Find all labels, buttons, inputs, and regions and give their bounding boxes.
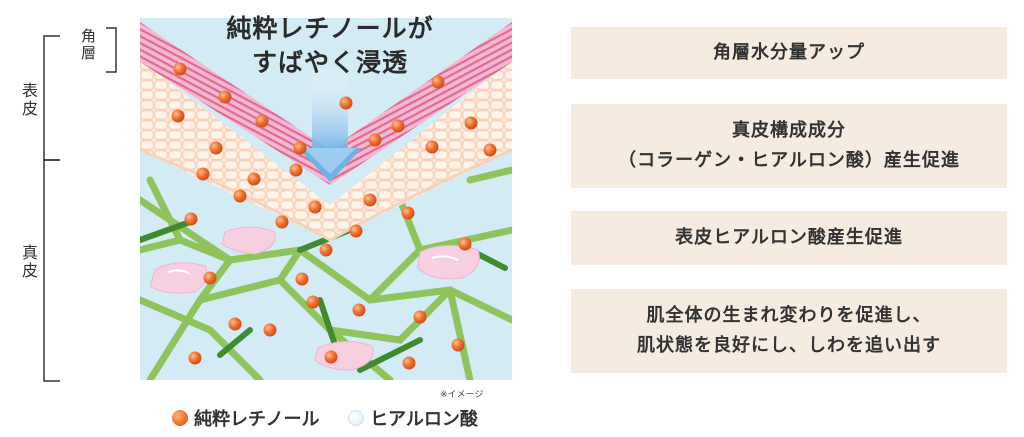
retinol-particle — [352, 303, 366, 317]
retinol-particle — [228, 317, 242, 331]
effect-box-1: 角層水分量アップ — [571, 27, 1007, 79]
layer-brackets — [43, 27, 117, 382]
skin-cross-section — [140, 18, 512, 380]
collagen-fibers — [140, 166, 512, 380]
retinol-particle — [196, 167, 210, 181]
retinol-particle — [368, 133, 382, 147]
retinol-particle — [451, 338, 465, 352]
legend-retinol-label: 純粋レチノール — [194, 409, 320, 430]
retinol-particle — [188, 351, 202, 365]
retinol-particle — [173, 62, 187, 76]
retinol-particle — [319, 243, 333, 257]
retinol-particle — [308, 200, 322, 214]
legend-retinol: 純粋レチノール — [172, 405, 319, 431]
retinol-particle — [413, 310, 427, 324]
effect-box-3: 表皮ヒアルロン酸産生促進 — [571, 211, 1007, 265]
retinol-particle — [209, 141, 223, 155]
retinol-dot-icon — [172, 410, 188, 426]
effect-box-2: 真皮構成成分（コラーゲン・ヒアルロン酸）産生促進 — [571, 104, 1007, 188]
retinol-particle — [458, 237, 472, 251]
epidermis-bracket — [43, 35, 60, 161]
retinol-particle — [295, 272, 309, 286]
legend-hyaluronic-label: ヒアルロン酸 — [370, 409, 478, 430]
hyaluronic-clusters — [149, 226, 480, 371]
headline: 純粋レチノールがすばやく浸透 — [205, 12, 455, 80]
retinol-particle — [349, 224, 363, 238]
retinol-particle — [483, 143, 497, 157]
retinol-particle — [255, 114, 269, 128]
retinol-particle — [184, 212, 198, 226]
epidermis-label: 表皮 — [19, 82, 38, 118]
retinol-particle — [218, 90, 232, 104]
retinol-particle — [203, 271, 217, 285]
retinol-particle — [275, 215, 289, 229]
retinol-particle — [289, 163, 303, 177]
retinol-particle — [402, 356, 416, 370]
effect-text-3: 表皮ヒアルロン酸産生促進 — [675, 227, 903, 248]
penetration-arrow — [298, 70, 362, 182]
effect-text-4: 肌全体の生まれ変わりを促進し、肌状態を良好にし、しわを追い出す — [637, 305, 941, 356]
retinol-particle — [431, 75, 445, 89]
legend-hyaluronic: ヒアルロン酸 — [348, 405, 478, 431]
retinol-particle — [324, 350, 338, 364]
effect-box-4: 肌全体の生まれ変わりを促進し、肌状態を良好にし、しわを追い出す — [571, 289, 1007, 373]
effect-text-2: 真皮構成成分（コラーゲン・ヒアルロン酸）産生促進 — [618, 120, 960, 171]
epidermis-cells — [140, 60, 512, 240]
retinol-particle — [339, 96, 353, 110]
effect-text-1: 角層水分量アップ — [713, 42, 865, 63]
dermis-label: 真皮 — [19, 244, 38, 280]
retinol-particle — [247, 172, 261, 186]
retinol-particle — [171, 109, 185, 123]
stratum-corneum-bracket — [106, 27, 117, 73]
headline-text: 純粋レチノールがすばやく浸透 — [226, 14, 434, 77]
retinol-particle — [263, 323, 277, 337]
hyaluronic-dot-icon — [348, 410, 364, 426]
image-note: ※イメージ — [440, 390, 484, 400]
retinol-particle — [363, 193, 377, 207]
retinol-particle — [464, 116, 478, 130]
dermis-bracket — [43, 159, 60, 382]
retinol-particle — [425, 140, 439, 154]
retinol-particle — [306, 295, 320, 309]
retinol-particle — [391, 119, 405, 133]
retinol-particle — [293, 141, 307, 155]
retinol-particles — [171, 62, 497, 370]
retinol-particle — [233, 189, 247, 203]
stratum-corneum-label: 角層 — [79, 28, 97, 62]
retinol-particle — [401, 206, 415, 220]
